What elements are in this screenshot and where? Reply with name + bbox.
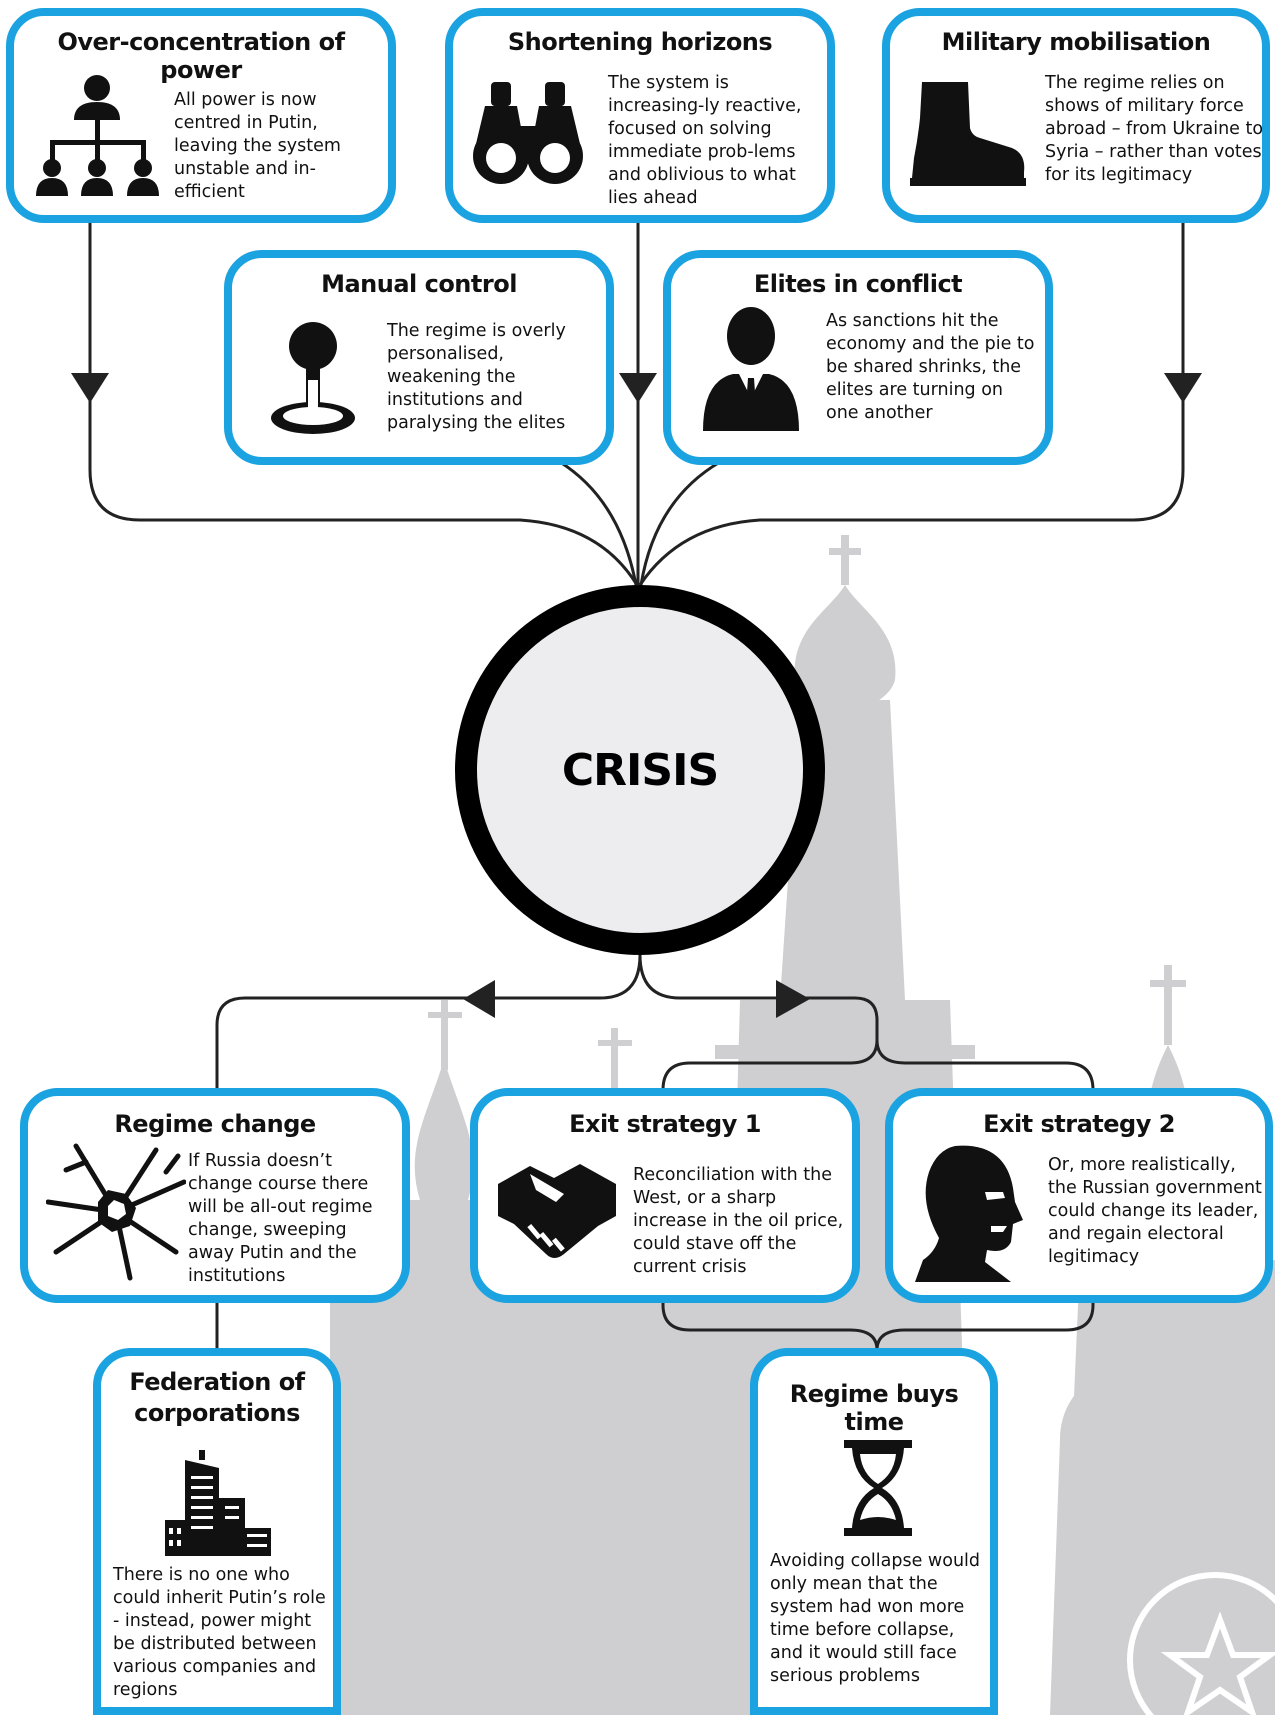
box-title: Elites in conflict xyxy=(753,270,963,298)
box-text: If Russia doesn’t change course there wi… xyxy=(188,1151,373,1286)
crisis-label: CRISIS xyxy=(561,744,719,796)
box-exit-strategy-2: Exit strategy 2 Or, more realistically, … xyxy=(885,1088,1273,1303)
hourglass-icon xyxy=(844,1440,912,1536)
arrowheads-sideways xyxy=(463,980,810,1018)
box-title: Exit strategy 2 xyxy=(983,1110,1175,1138)
binoculars-icon xyxy=(473,82,583,184)
box-federation-of-corporations: Federation of corporations There is no o… xyxy=(93,1348,341,1715)
hierarchy-icon xyxy=(36,75,159,196)
connector-lines-bottom xyxy=(215,954,1095,1355)
box-text: The regime relies on shows of military f… xyxy=(1045,73,1264,185)
box-text: As sanctions hit the economy and the pie… xyxy=(826,311,1035,423)
box-text: The regime is overly personalised, weake… xyxy=(387,321,566,433)
box-title: Military mobilisation xyxy=(941,28,1211,56)
leader-portrait-icon xyxy=(915,1145,1023,1282)
joystick-icon xyxy=(271,322,355,434)
box-title: Regime change xyxy=(114,1110,316,1138)
box-title-line2: corporations xyxy=(134,1399,300,1427)
box-shortening-horizons: Shortening horizons The system is increa… xyxy=(445,8,835,223)
box-exit-strategy-1: Exit strategy 1 Reconciliation with the … xyxy=(470,1088,860,1303)
box-text: Avoiding collapse would only mean that t… xyxy=(770,1551,981,1686)
connector-lines-top xyxy=(88,220,1185,586)
box-title: Manual control xyxy=(321,270,517,298)
arrowheads-down xyxy=(71,373,1202,403)
box-title: Over-concentration of power xyxy=(57,28,345,84)
box-manual-control: Manual control The regime is overly pers… xyxy=(224,250,614,465)
boot-icon xyxy=(910,82,1026,186)
handshake-icon xyxy=(498,1164,616,1258)
box-elites-in-conflict: Elites in conflict As sanctions hit the … xyxy=(663,250,1053,465)
box-military-mobilisation: Military mobilisation The regime relies … xyxy=(882,8,1270,223)
box-regime-change: Regime change If Russia doesn’t change c… xyxy=(20,1088,410,1303)
box-text: Reconciliation with the West, or a sharp… xyxy=(633,1165,844,1277)
box-title: Regime buys time xyxy=(789,1380,959,1436)
box-title: Shortening horizons xyxy=(507,28,773,56)
box-text: All power is now centred in Putin, leavi… xyxy=(174,90,341,202)
box-regime-buys-time: Regime buys time Avoiding collapse would… xyxy=(750,1348,998,1715)
box-over-concentration: Over-concentration of power All power is… xyxy=(6,8,396,223)
box-text: There is no one who could inherit Putin’… xyxy=(113,1565,326,1700)
box-text: Or, more realistically, the Russian gove… xyxy=(1048,1155,1262,1267)
box-text: The system is increasing-ly reactive, fo… xyxy=(608,73,802,208)
crisis-circle: CRISIS xyxy=(455,585,825,955)
box-title-line1: Federation of xyxy=(129,1368,305,1396)
star-logo-icon xyxy=(1127,1572,1275,1715)
shattered-glass-icon xyxy=(46,1143,186,1281)
box-title: Exit strategy 1 xyxy=(569,1110,761,1138)
businessman-icon xyxy=(703,307,799,431)
office-building-icon xyxy=(165,1450,271,1556)
